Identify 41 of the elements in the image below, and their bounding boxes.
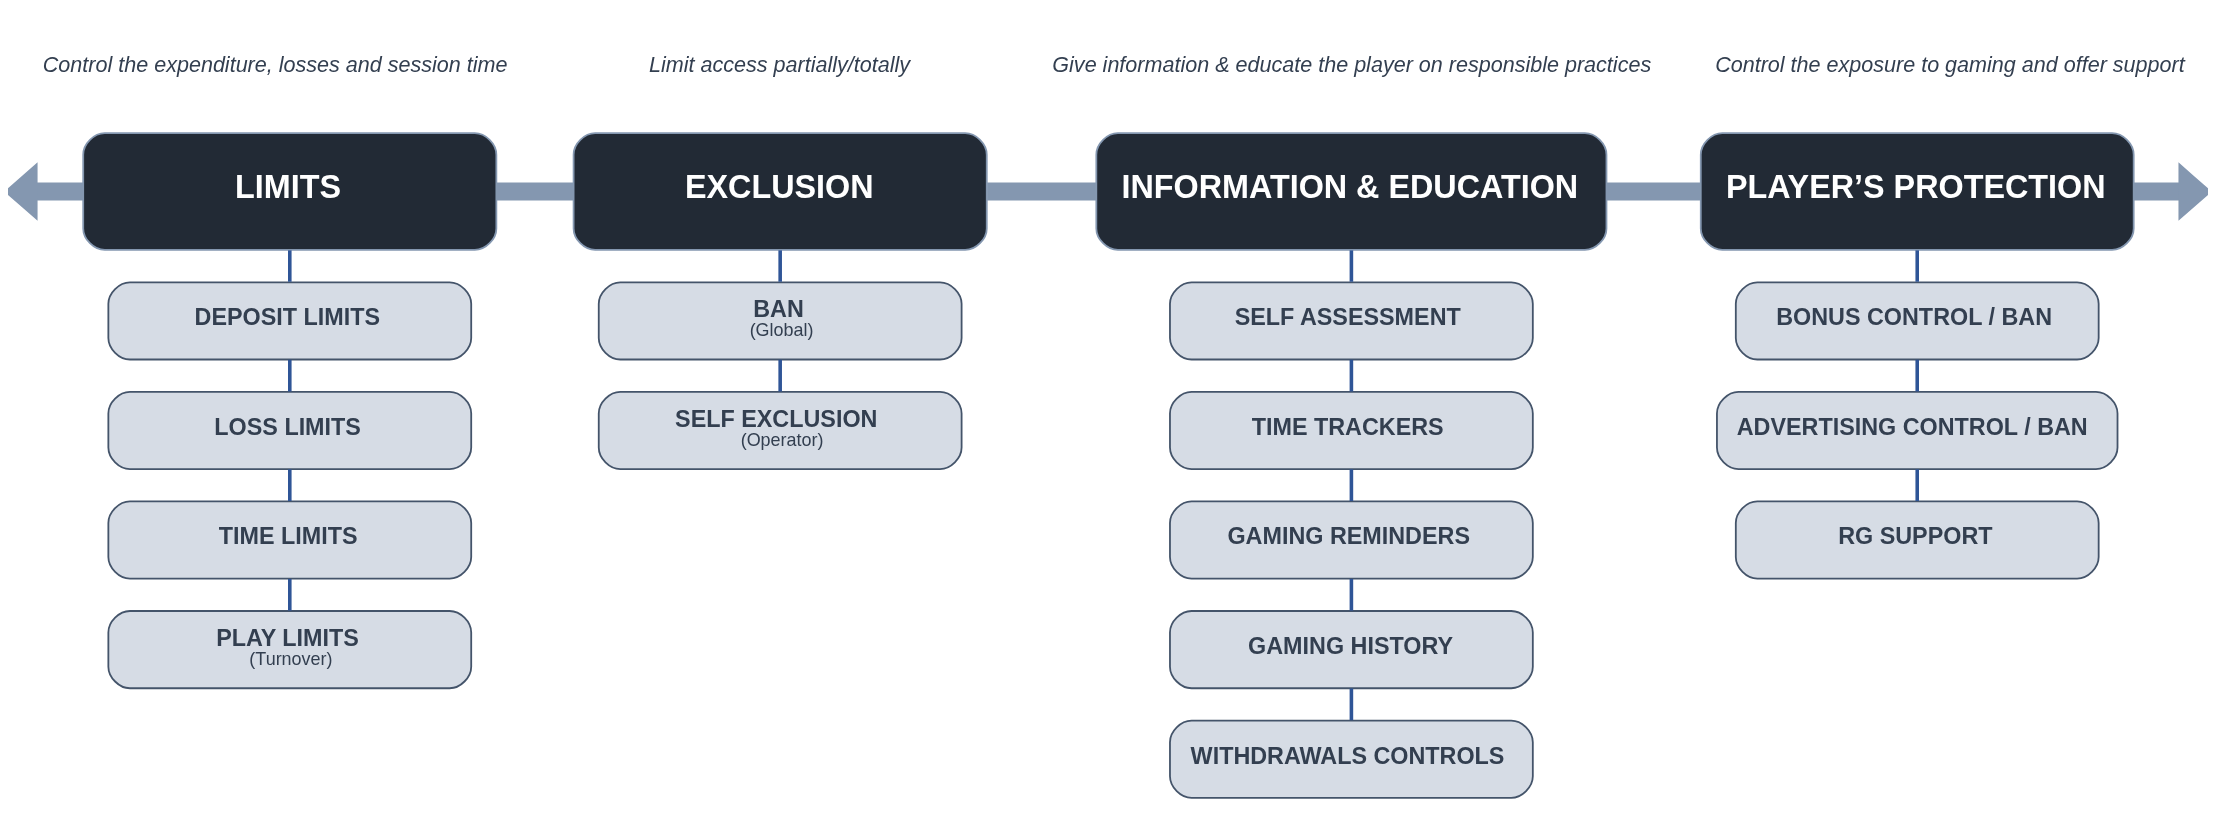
node-box: PLAYER’S PROTECTION xyxy=(1699,131,2135,251)
node-label: Give information & educate the player on responsible practices xyxy=(1052,51,1652,77)
arrow xyxy=(2133,161,2208,221)
connector xyxy=(1915,468,1920,501)
arrow xyxy=(8,161,84,221)
node-box: INFORMATION & EDUCATION xyxy=(1095,131,1608,251)
node-box: BAN (Global) xyxy=(597,280,963,360)
connector xyxy=(288,578,292,611)
connector xyxy=(1915,359,1920,391)
node-box: GAMING HISTORY xyxy=(1169,609,1534,689)
connector xyxy=(1349,688,1354,720)
connector xyxy=(778,359,782,391)
node-box: ADVERTISING CONTROL / BAN xyxy=(1716,390,2119,470)
node-box: DEPOSIT LIMITS xyxy=(107,280,473,360)
node-box: RG SUPPORT xyxy=(1734,500,2100,580)
node-box: SELF ASSESSMENT xyxy=(1169,280,1534,360)
connector xyxy=(987,182,1096,201)
node-box: PLAY LIMITS (Turnover) xyxy=(107,609,473,689)
node-label: Control the exposure to gaming and offer support xyxy=(1715,51,2185,77)
node-box: WITHDRAWALS CONTROLS xyxy=(1169,719,1534,799)
connector xyxy=(778,249,782,282)
connector xyxy=(288,468,292,501)
node-label: Control the expenditure, losses and session time xyxy=(42,51,508,77)
node-box: LOSS LIMITS xyxy=(107,390,473,470)
connector xyxy=(1349,578,1354,611)
connector xyxy=(1349,249,1354,282)
node-box: TIME TRACKERS xyxy=(1169,390,1534,470)
node-box: BONUS CONTROL / BAN xyxy=(1734,280,2100,360)
node-box: LIMITS xyxy=(82,131,498,251)
connector xyxy=(1915,249,1920,282)
node-label: Limit access partially/totally xyxy=(649,51,911,77)
node-box: EXCLUSION xyxy=(572,131,988,251)
connector xyxy=(288,359,292,391)
connector xyxy=(288,249,292,282)
connector xyxy=(496,182,574,201)
connector xyxy=(1606,182,1701,201)
node-box: GAMING REMINDERS xyxy=(1169,500,1534,580)
connector xyxy=(1349,359,1354,391)
node-box: SELF EXCLUSION (Operator) xyxy=(597,390,963,470)
node-box: TIME LIMITS xyxy=(107,500,473,580)
connector xyxy=(1349,468,1354,501)
